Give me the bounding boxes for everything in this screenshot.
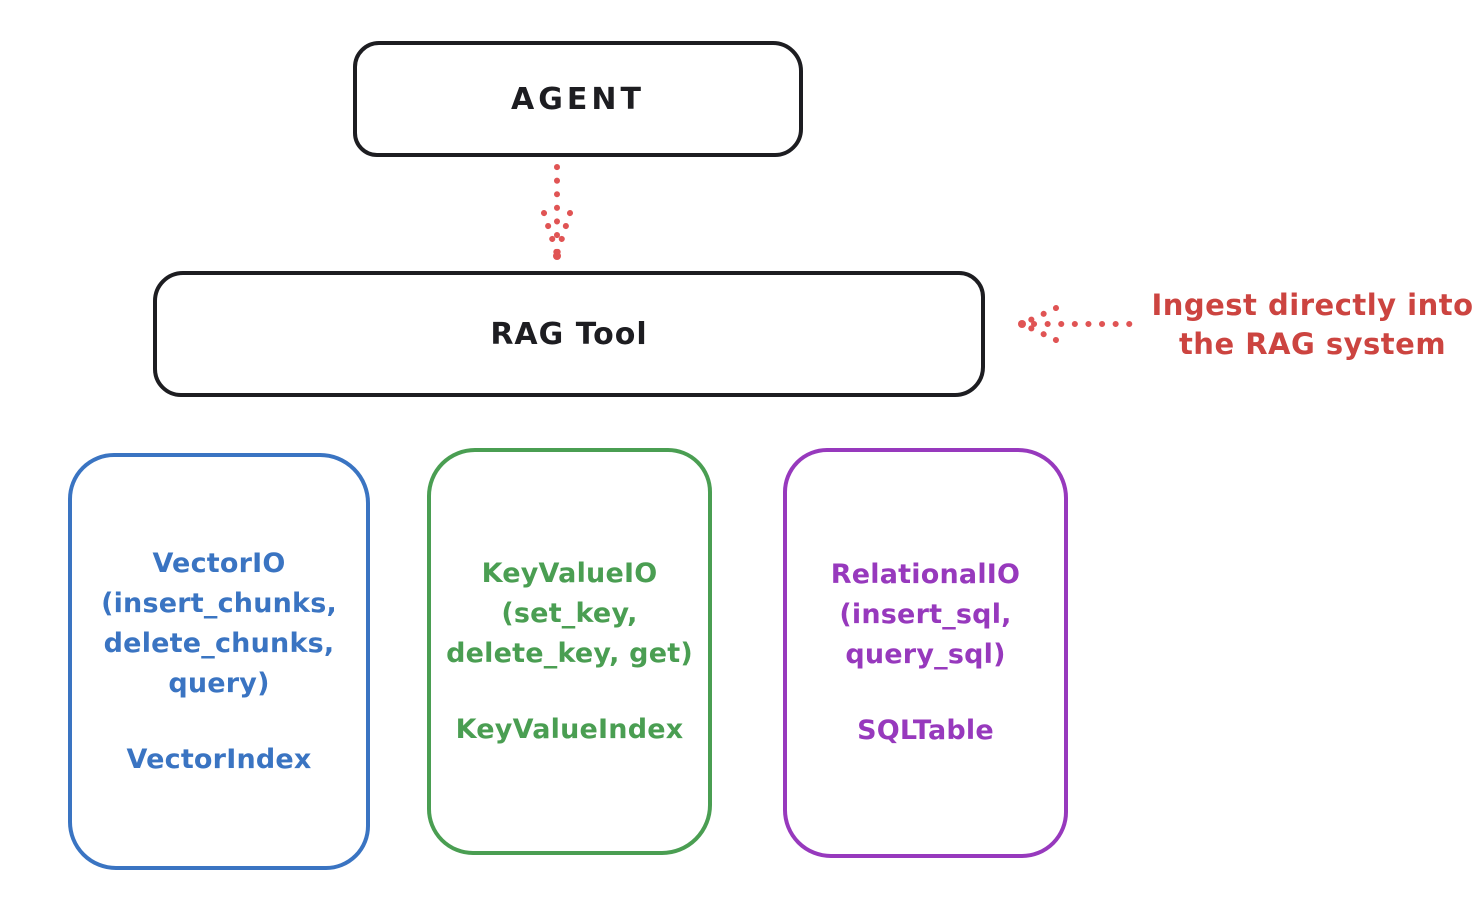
- vector-index-label: VectorIndex: [126, 743, 312, 775]
- ingest-annotation: Ingest directly into the RAG system: [1145, 286, 1480, 364]
- agent-box: AGENT: [353, 41, 803, 157]
- ingest-annotation-arrow-icon: [1018, 305, 1145, 343]
- io-line: delete_chunks,: [103, 627, 335, 659]
- agent-label: AGENT: [511, 81, 645, 117]
- keyvalue-index-label: KeyValueIndex: [455, 713, 684, 745]
- io-line: query): [168, 667, 270, 699]
- io-box-lines: KeyValueIO (set_key, delete_key, get): [446, 554, 693, 674]
- sql-table-label: SQLTable: [857, 715, 994, 746]
- vector-io-box: VectorIO (insert_chunks, delete_chunks, …: [68, 453, 370, 870]
- io-line: KeyValueIO: [481, 557, 658, 589]
- io-box-lines: RelationalIO (insert_sql, query_sql): [831, 555, 1020, 675]
- ingest-annotation-line-1: Ingest directly into: [1151, 288, 1474, 322]
- keyvalue-io-box: KeyValueIO (set_key, delete_key, get) Ke…: [427, 448, 712, 855]
- agent-to-rag-arrow-icon: [541, 164, 573, 260]
- io-box-lines: VectorIO (insert_chunks, delete_chunks, …: [101, 544, 337, 704]
- ingest-annotation-line-2: the RAG system: [1178, 327, 1447, 361]
- rag-tool-label: RAG Tool: [490, 316, 648, 352]
- io-line: delete_key, get): [446, 637, 693, 669]
- io-line: (insert_sql,: [839, 599, 1012, 630]
- io-line: (insert_chunks,: [101, 587, 337, 619]
- io-line: VectorIO: [152, 547, 286, 579]
- rag-tool-box: RAG Tool: [153, 271, 985, 397]
- io-line: query_sql): [845, 639, 1006, 670]
- io-line: RelationalIO: [830, 559, 1021, 590]
- relational-io-box: RelationalIO (insert_sql, query_sql) SQL…: [783, 448, 1068, 858]
- io-line: (set_key,: [501, 597, 638, 629]
